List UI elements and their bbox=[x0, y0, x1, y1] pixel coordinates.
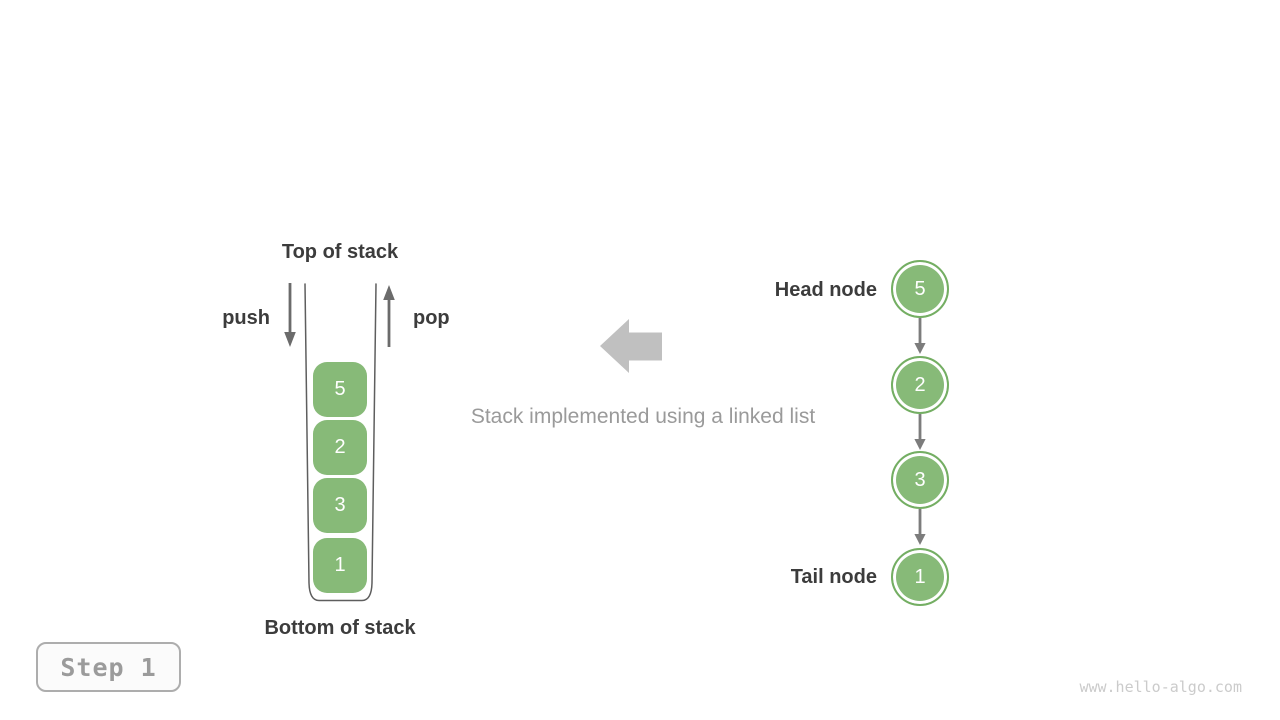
step-badge-label: Step 1 bbox=[60, 652, 157, 682]
linked-list-node: 3 bbox=[891, 451, 949, 509]
node-value: 3 bbox=[914, 468, 926, 491]
push-down-arrow-icon bbox=[284, 283, 296, 347]
link-arrow-icon bbox=[914, 509, 926, 545]
top-of-stack-label: Top of stack bbox=[281, 241, 399, 263]
link-arrow-icon bbox=[914, 414, 926, 450]
watermark-text: www.hello-algo.com bbox=[1079, 678, 1242, 696]
linked-list-node: 2 bbox=[891, 356, 949, 414]
stack-item-value: 3 bbox=[334, 494, 346, 516]
node-value: 2 bbox=[914, 373, 926, 396]
node-value: 5 bbox=[914, 277, 926, 300]
pop-label: pop bbox=[413, 307, 450, 329]
caption-text: Stack implemented using a linked list bbox=[470, 405, 816, 428]
step-badge: Step 1 bbox=[36, 642, 181, 692]
node-value: 1 bbox=[914, 565, 926, 588]
linked-list-node: 1 bbox=[891, 548, 949, 606]
stack-item: 2 bbox=[313, 420, 367, 475]
push-label: push bbox=[222, 307, 270, 329]
left-block-arrow-icon bbox=[600, 319, 662, 373]
head-node-label: Head node bbox=[774, 279, 877, 301]
stack-item-value: 1 bbox=[334, 554, 346, 576]
linked-list-node: 5 bbox=[891, 260, 949, 318]
bottom-of-stack-label: Bottom of stack bbox=[264, 617, 416, 639]
pop-up-arrow-icon bbox=[383, 285, 395, 347]
stack-container-outline bbox=[304, 283, 377, 602]
stack-item-value: 5 bbox=[334, 378, 346, 400]
link-arrow-icon bbox=[914, 318, 926, 354]
tail-node-label: Tail node bbox=[790, 566, 877, 588]
stack-item-value: 2 bbox=[334, 436, 346, 458]
stack-item: 3 bbox=[313, 478, 367, 533]
stack-item: 5 bbox=[313, 362, 367, 417]
stack-item: 1 bbox=[313, 538, 367, 593]
